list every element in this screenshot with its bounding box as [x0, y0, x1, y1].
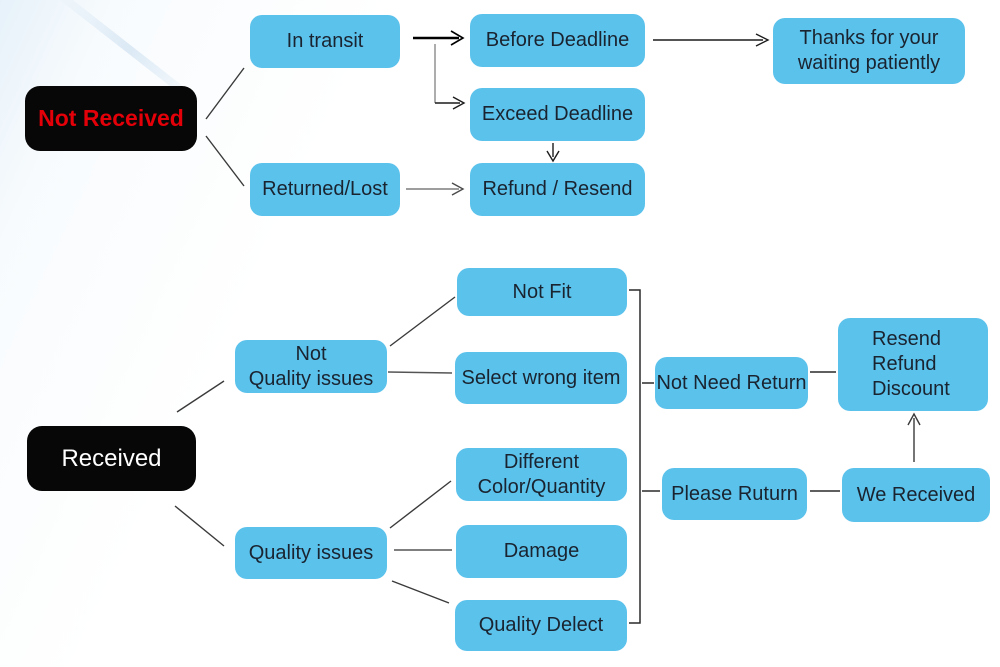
node-not-received: Not Received	[25, 86, 197, 151]
node-resend-refund-discount: Resend Refund Discount	[838, 318, 988, 411]
node-quality-issues: Quality issues	[235, 527, 387, 579]
node-we-received: We Received	[842, 468, 990, 522]
node-before-deadline: Before Deadline	[470, 14, 645, 67]
node-please-ruturn: Please Ruturn	[662, 468, 807, 520]
node-damage: Damage	[456, 525, 627, 578]
node-exceed-deadline: Exceed Deadline	[470, 88, 645, 141]
node-not-quality-issues: Not Quality issues	[235, 340, 387, 393]
node-thanks-for-waiting: Thanks for your waiting patiently	[773, 18, 965, 84]
node-not-fit: Not Fit	[457, 268, 627, 316]
node-select-wrong-item: Select wrong item	[455, 352, 627, 404]
node-in-transit: In transit	[250, 15, 400, 68]
node-received: Received	[27, 426, 196, 491]
node-refund-resend: Refund / Resend	[470, 163, 645, 216]
node-different-color-quantity: Different Color/Quantity	[456, 448, 627, 501]
node-not-need-return: Not Need Return	[655, 357, 808, 409]
node-quality-delect: Quality Delect	[455, 600, 627, 651]
node-returned-lost: Returned/Lost	[250, 163, 400, 216]
